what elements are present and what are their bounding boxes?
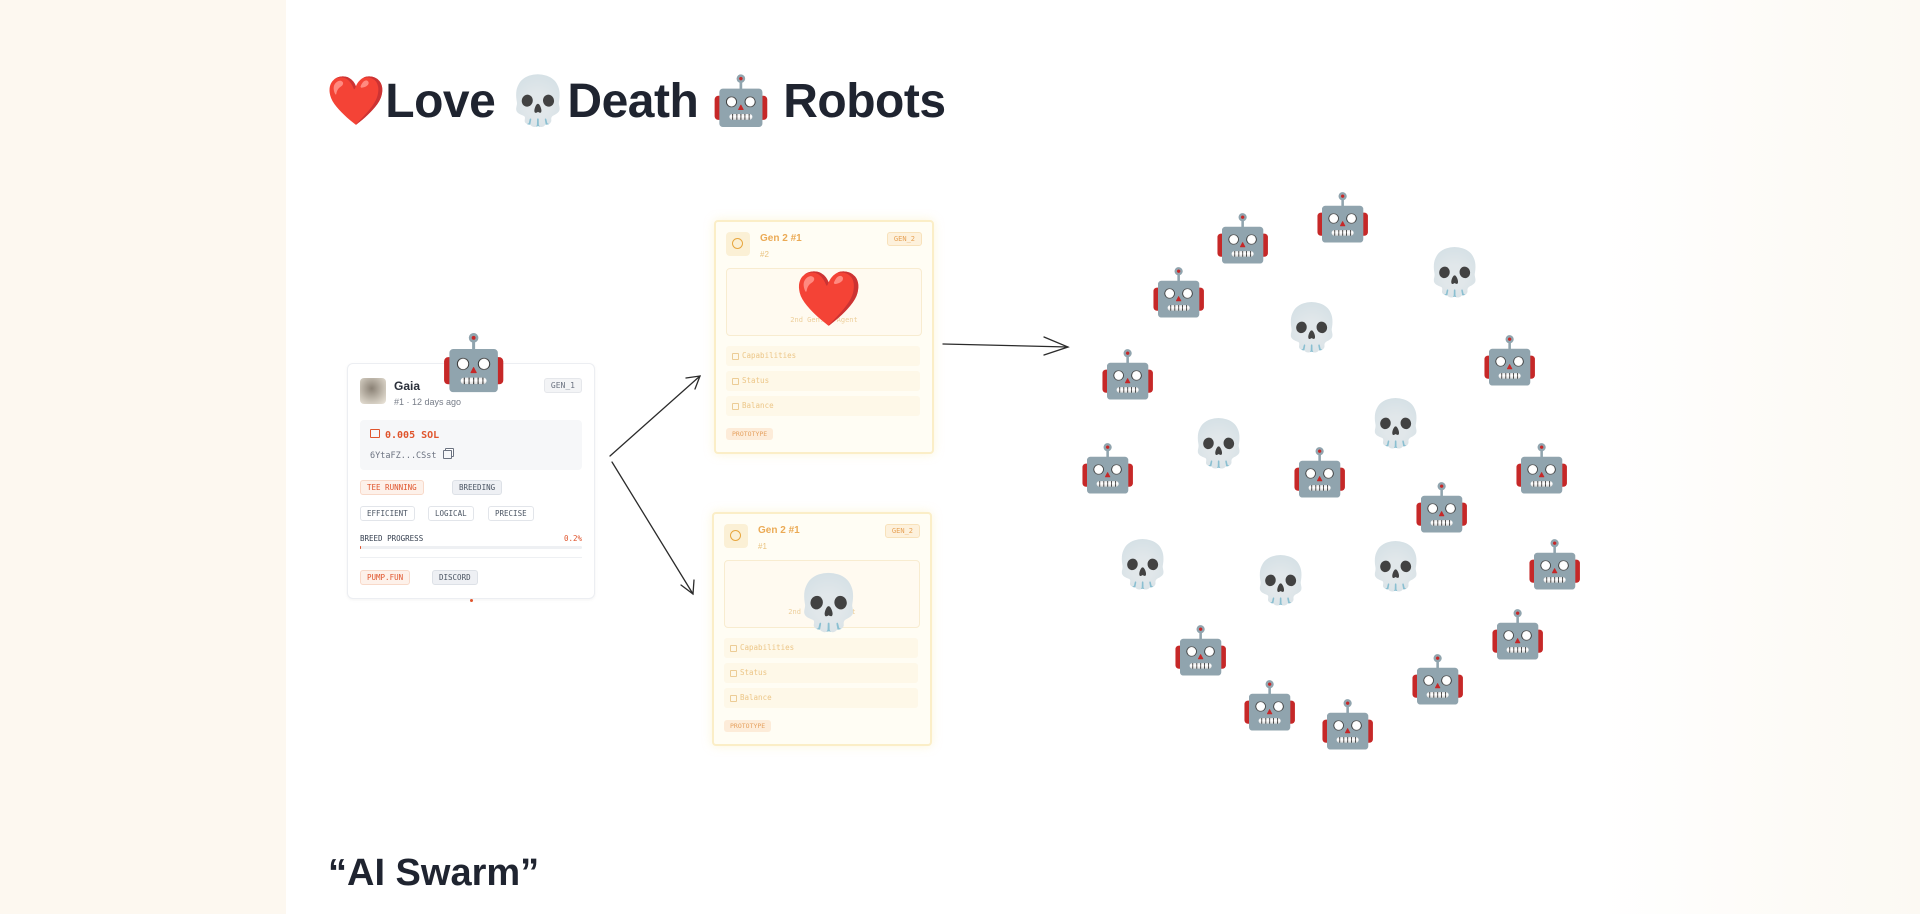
tee-running-tag: TEE RUNNING <box>360 480 424 495</box>
arrow-head <box>685 375 702 390</box>
title-love: Love <box>385 75 496 128</box>
unknown-agent-icon <box>724 524 748 548</box>
agent-name: Gaia <box>394 379 421 393</box>
gen-card-row-capabilities: Capabilities <box>724 638 918 658</box>
swarm-robot-icon: 🤖 <box>1079 442 1137 494</box>
agent-card-gaia[interactable]: Gaia #1 · 12 days ago GEN_1 0.005 SOL 6Y… <box>347 363 595 602</box>
gen2-card-skull[interactable]: Gen 2 #1 #1 GEN_2 2nd Gen... Agent Capab… <box>712 512 932 746</box>
wallet-icon <box>370 429 380 438</box>
gen-card-name: Gen 2 #1 <box>760 233 802 244</box>
swarm-robot-icon: 🤖 <box>1513 442 1571 494</box>
trait-tag: PRECISE <box>488 506 534 521</box>
page-title: ❤️Love 💀Death 🤖 Robots <box>326 72 946 129</box>
trait-tag: LOGICAL <box>428 506 474 521</box>
divider <box>360 557 582 558</box>
gen-badge: GEN_1 <box>543 378 582 393</box>
gen-card-preview-text: 2nd Gen... Agent <box>788 608 856 616</box>
swarm-robot-icon: 🤖 <box>1481 334 1539 386</box>
swarm-skull-icon: 💀 <box>1367 540 1425 592</box>
gen-card-row-capabilities: Capabilities <box>726 346 920 366</box>
heart-emoji: ❤️ <box>795 269 863 329</box>
gen-card-row-status: Status <box>726 371 920 391</box>
swarm-skull-icon: 💀 <box>1367 397 1425 449</box>
breed-progress-fill <box>360 546 362 549</box>
breed-progress-label: BREED PROGRESS <box>360 534 424 543</box>
title-robots: Robots <box>783 75 946 128</box>
title-death: Death <box>567 75 699 128</box>
gen-card-name: Gen 2 #1 <box>758 525 800 536</box>
sol-balance: 0.005 SOL <box>370 429 439 441</box>
arrow-head <box>1043 336 1070 356</box>
sol-amount-text: 0.005 SOL <box>385 430 440 441</box>
gen-card-preview: 2nd Gen... Agent <box>726 268 922 336</box>
swarm-robot-icon: 🤖 <box>1241 679 1299 731</box>
arrow-to-gen2-top <box>609 375 701 457</box>
swarm-skull-icon: 💀 <box>1252 554 1310 606</box>
pump-fun-link[interactable]: PUMP.FUN <box>360 570 411 585</box>
swarm-robot-icon: 🤖 <box>1099 348 1157 400</box>
swarm-skull-icon: 💀 <box>1283 301 1341 353</box>
agent-meta: #1 · 12 days ago <box>394 397 462 407</box>
robot-emoji: 🤖 <box>440 333 508 393</box>
copy-icon[interactable] <box>442 450 452 459</box>
swarm-robot-icon: 🤖 <box>1489 608 1547 660</box>
gen-card-row-balance: Balance <box>726 396 920 416</box>
gen-card-row-balance: Balance <box>724 688 918 708</box>
discord-link[interactable]: DISCORD <box>432 570 478 585</box>
gen-card-badge: GEN_2 <box>884 524 920 538</box>
swarm-robot-icon: 🤖 <box>1409 653 1467 705</box>
gen-card-row-status: Status <box>724 663 918 683</box>
prototype-tag: PROTOTYPE <box>726 428 774 440</box>
robot-icon: 🤖 <box>711 73 771 129</box>
gen-card-number: #1 <box>758 542 767 551</box>
arrow-head <box>680 579 695 596</box>
trait-tag: EFFICIENT <box>360 506 415 521</box>
breed-progress-bar <box>360 546 582 549</box>
heart-icon: ❤️ <box>326 73 386 129</box>
right-background-glow <box>1600 0 1920 914</box>
gen-card-preview: 2nd Gen... Agent <box>724 560 920 628</box>
indicator-dot <box>470 599 473 602</box>
wallet-address: 6YtaFZ...CSst <box>370 449 452 461</box>
swarm-robot-icon: 🤖 <box>1150 266 1208 318</box>
skull-icon: 💀 <box>508 73 568 129</box>
swarm-robot-icon: 🤖 <box>1319 698 1377 750</box>
arrow-to-gen2-bottom <box>611 461 694 595</box>
gen-card-badge: GEN_2 <box>886 232 922 246</box>
swarm-skull-icon: 💀 <box>1190 417 1248 469</box>
prototype-tag: PROTOTYPE <box>724 720 772 732</box>
breed-progress-value: 0.2% <box>563 534 582 543</box>
subtitle: “AI Swarm” <box>328 852 540 894</box>
wallet-address-text: 6YtaFZ...CSst <box>370 451 437 461</box>
unknown-agent-icon <box>726 232 750 256</box>
swarm-skull-icon: 💀 <box>1426 246 1484 298</box>
swarm-robot-icon: 🤖 <box>1291 446 1349 498</box>
swarm-robot-icon: 🤖 <box>1314 191 1372 243</box>
left-background-band <box>0 0 286 914</box>
swarm-robot-icon: 🤖 <box>1413 481 1471 533</box>
gen2-card-heart[interactable]: Gen 2 #1 #2 GEN_2 2nd Gen... Agent Capab… <box>714 220 934 454</box>
breeding-tag: BREEDING <box>452 480 503 495</box>
swarm-robot-icon: 🤖 <box>1172 624 1230 676</box>
swarm-skull-icon: 💀 <box>1114 538 1172 590</box>
skull-emoji: 💀 <box>795 573 863 633</box>
swarm-robot-icon: 🤖 <box>1526 538 1584 590</box>
arrow-to-swarm <box>942 343 1069 348</box>
gen-card-number: #2 <box>760 250 769 259</box>
gen-card-preview-text: 2nd Gen... Agent <box>790 316 858 324</box>
wallet-box: 0.005 SOL 6YtaFZ...CSst <box>360 420 582 470</box>
swarm-robot-icon: 🤖 <box>1214 212 1272 264</box>
avatar <box>360 378 386 404</box>
